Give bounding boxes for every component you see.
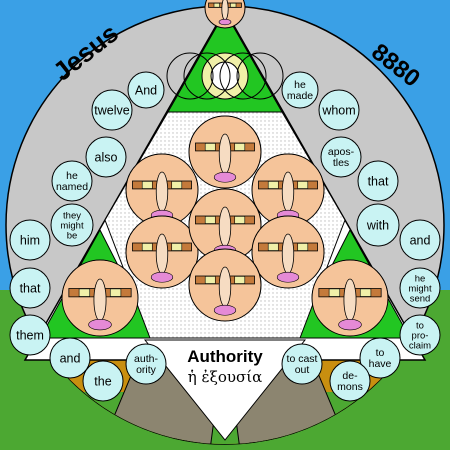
word-bubble-text: they bbox=[63, 210, 81, 221]
word-bubble-text: and bbox=[60, 351, 81, 365]
face-circle bbox=[125, 153, 199, 227]
word-bubble-circle bbox=[127, 71, 165, 109]
word-bubble-text: claim bbox=[409, 340, 431, 351]
word-bubble-text: have bbox=[369, 358, 392, 370]
word-bubble: with bbox=[356, 203, 400, 247]
word-bubble: that bbox=[357, 160, 399, 202]
word-bubble-text: to bbox=[376, 347, 385, 359]
word-bubble-circle bbox=[91, 89, 133, 131]
word-bubble-text: with bbox=[366, 218, 389, 232]
word-bubble-text: twelve bbox=[94, 103, 129, 117]
left-word-bubbles: Andtwelvealsohenamedtheymightbehimthatth… bbox=[9, 71, 167, 402]
word-bubble-text: the bbox=[94, 374, 111, 388]
center-title: Authority bbox=[187, 347, 263, 366]
word-bubble-text: also bbox=[95, 150, 118, 164]
word-bubble-text: and bbox=[410, 233, 431, 247]
word-bubble: whom bbox=[318, 89, 360, 131]
face-circle bbox=[125, 215, 199, 289]
word-bubble: and bbox=[49, 337, 91, 379]
face-circle bbox=[311, 259, 389, 337]
word-bubble-text: them bbox=[16, 328, 44, 342]
face-circle bbox=[204, 0, 246, 29]
face-circle bbox=[251, 215, 325, 289]
word-bubble-text: named bbox=[56, 181, 88, 193]
word-bubble-text: be bbox=[67, 230, 78, 241]
word-bubble: him bbox=[9, 219, 51, 261]
word-bubble: and bbox=[399, 219, 441, 261]
word-bubble: auth-ority bbox=[125, 343, 167, 385]
word-bubble: And bbox=[127, 71, 165, 109]
word-bubble-text: de- bbox=[342, 370, 358, 382]
word-bubble-circle bbox=[82, 360, 124, 402]
word-bubble: the bbox=[82, 360, 124, 402]
word-bubble-circle bbox=[399, 219, 441, 261]
center-white-triangle bbox=[143, 339, 307, 441]
word-bubble-circle bbox=[359, 337, 401, 379]
word-bubble-circle bbox=[399, 267, 441, 309]
word-bubble-text: he bbox=[415, 273, 426, 284]
word-bubble-circle bbox=[50, 203, 94, 247]
word-bubble: de-mons bbox=[329, 360, 371, 402]
word-bubble-text: to bbox=[416, 320, 424, 331]
word-bubble-text: whom bbox=[321, 103, 355, 117]
word-bubble-circle bbox=[318, 89, 360, 131]
word-bubble-circle bbox=[51, 160, 93, 202]
word-bubble-text: might bbox=[408, 283, 432, 294]
word-bubble-circle bbox=[281, 71, 319, 109]
word-bubble-text: And bbox=[135, 83, 157, 97]
word-bubble-text: auth- bbox=[134, 353, 158, 365]
word-bubble-circle bbox=[85, 136, 127, 178]
word-bubble: that bbox=[9, 267, 51, 309]
word-bubble-circle bbox=[329, 360, 371, 402]
word-bubble-circle bbox=[9, 267, 51, 309]
right-word-bubbles: hemadewhomapos-tlesthatwithandhemightsen… bbox=[281, 71, 441, 402]
word-bubble: them bbox=[9, 314, 51, 356]
word-bubble: apos-tles bbox=[320, 136, 362, 178]
word-bubble-circle bbox=[9, 314, 51, 356]
word-bubble-text: mons bbox=[337, 381, 363, 393]
word-bubble-text: ority bbox=[136, 364, 157, 376]
word-bubble-circle bbox=[281, 343, 323, 385]
top-knot bbox=[166, 52, 284, 100]
word-bubble-text: tles bbox=[333, 157, 349, 169]
word-bubble-text: made bbox=[287, 90, 313, 102]
face-circle bbox=[188, 248, 262, 322]
word-bubble-text: to cast bbox=[287, 353, 318, 365]
word-bubble-circle bbox=[320, 136, 362, 178]
word-bubble-circle bbox=[357, 160, 399, 202]
word-bubble-circle bbox=[356, 203, 400, 247]
face-cluster bbox=[61, 0, 389, 337]
word-bubble-circle bbox=[9, 219, 51, 261]
word-bubble-text: he bbox=[294, 79, 306, 91]
word-bubble-circle bbox=[49, 337, 91, 379]
word-bubble-circle bbox=[125, 343, 167, 385]
word-bubble: also bbox=[85, 136, 127, 178]
word-bubble-circle bbox=[399, 314, 441, 356]
word-bubble-text: send bbox=[410, 293, 431, 304]
word-bubble-text: that bbox=[20, 281, 41, 295]
word-bubble-text: pro- bbox=[412, 330, 429, 341]
word-bubble-text: he bbox=[66, 170, 78, 182]
center-greek: ἡ ἐξουσία bbox=[188, 368, 262, 386]
word-bubble-text: apos- bbox=[328, 146, 355, 158]
word-bubble-text: out bbox=[295, 364, 310, 376]
word-bubble-text: that bbox=[368, 174, 389, 188]
face-circle bbox=[251, 153, 325, 227]
word-bubble: twelve bbox=[91, 89, 133, 131]
face-circle bbox=[188, 115, 262, 189]
face-circle bbox=[61, 259, 139, 337]
word-bubble-text: him bbox=[20, 233, 40, 247]
word-bubble-text: might bbox=[60, 220, 84, 231]
